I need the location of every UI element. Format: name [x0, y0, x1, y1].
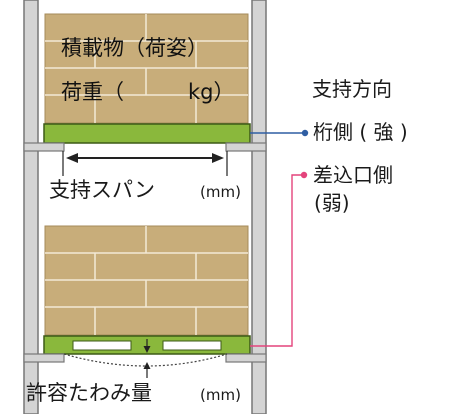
top-right-beam [225, 142, 267, 152]
load-label-unit: kg） [188, 80, 235, 104]
deflection-label: 許容たわみ量 [26, 381, 152, 405]
cargo-label: 積載物（荷姿） [61, 36, 208, 60]
support-span-label: 支持スパン [49, 178, 156, 202]
deflection-arrows [143, 339, 151, 378]
insert-side-leader [250, 171, 308, 347]
top-left-beam [23, 142, 65, 152]
support-span-arrow [62, 151, 228, 176]
bottom-left-beam [23, 353, 65, 363]
load-label-prefix: 荷重（ [61, 80, 124, 104]
right-upright [251, 0, 267, 415]
support-span-unit: (mm) [200, 183, 241, 201]
deflection-unit: (mm) [200, 386, 241, 404]
support-direction-title: 支持方向 [312, 77, 392, 101]
beam-side-leader [250, 129, 309, 137]
deflection-curve [63, 353, 228, 367]
bottom-cargo [44, 225, 249, 336]
insert-side-label-line2: (弱) [314, 191, 350, 215]
insert-side-label-line1: 差込口側 [313, 163, 393, 187]
bottom-right-beam [225, 353, 267, 363]
beam-side-label: 桁側 ( 強 ) [313, 120, 408, 144]
left-upright [23, 0, 39, 415]
top-cargo [44, 13, 249, 124]
top-pallet [43, 123, 251, 144]
